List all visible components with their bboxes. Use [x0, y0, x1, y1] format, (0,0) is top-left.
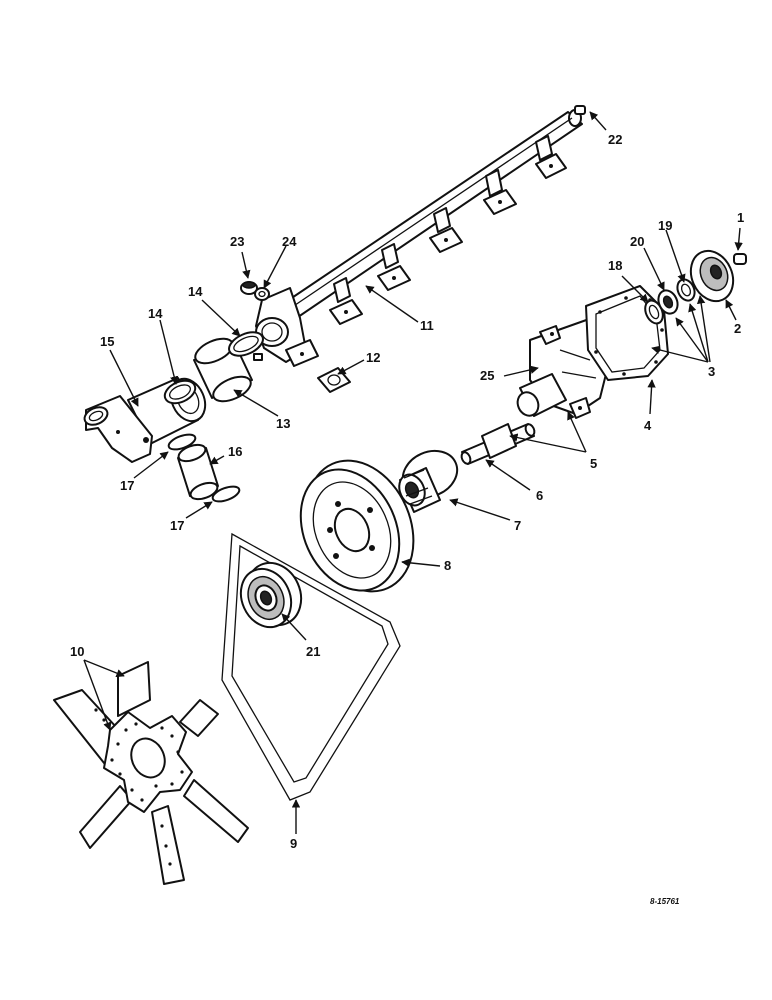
callout-12: 12 [366, 350, 380, 365]
callout-17-lower: 17 [170, 518, 184, 533]
callout-18: 18 [608, 258, 622, 273]
washer-20 [657, 289, 679, 315]
callout-6: 6 [536, 488, 543, 503]
callout-15: 15 [100, 334, 114, 349]
callout-17-upper: 17 [120, 478, 134, 493]
pulley-8 [299, 459, 415, 593]
callout-5: 5 [590, 456, 597, 471]
gasket-12 [317, 367, 351, 393]
callout-25: 25 [480, 368, 494, 383]
impeller-2 [689, 249, 735, 303]
reference-code: 8-15761 [650, 897, 680, 906]
manifold-foot [535, 135, 567, 179]
fan-10 [53, 661, 249, 885]
callout-14-upper: 14 [188, 284, 203, 299]
gasket-4 [585, 285, 669, 381]
callout-labels: 1 2 3 4 5 6 7 8 9 10 11 12 13 14 14 15 1… [70, 132, 744, 906]
hub-7 [398, 449, 459, 513]
seal-18 [644, 299, 664, 325]
callout-8: 8 [444, 558, 451, 573]
clamp-14-upper [228, 331, 264, 361]
cap-23 [240, 281, 258, 295]
clamp-17-lower [211, 485, 241, 503]
callout-16: 16 [228, 444, 242, 459]
callout-19: 19 [658, 218, 672, 233]
callout-1: 1 [737, 210, 744, 225]
plug-22 [574, 105, 586, 115]
nipple-24 [254, 287, 270, 301]
callout-9: 9 [290, 836, 297, 851]
clamp-17-upper [167, 433, 197, 451]
callout-10: 10 [70, 644, 84, 659]
water-manifold [255, 109, 583, 367]
manifold-foot [377, 243, 411, 291]
belt-9 [221, 532, 401, 801]
leader-lines [83, 111, 743, 834]
callout-2: 2 [734, 321, 741, 336]
damper-21 [239, 561, 303, 629]
callout-3: 3 [708, 364, 715, 379]
callout-7: 7 [514, 518, 521, 533]
manifold-foot [483, 169, 517, 215]
hose-16 [177, 443, 219, 501]
shaft-5 [460, 423, 536, 465]
manifold-foot [429, 207, 463, 253]
callout-11: 11 [420, 318, 434, 333]
seal-1 [733, 253, 747, 265]
callout-23: 23 [230, 234, 244, 249]
callout-13: 13 [276, 416, 290, 431]
callout-4: 4 [644, 418, 652, 433]
callout-20: 20 [630, 234, 644, 249]
callout-21: 21 [306, 644, 320, 659]
manifold-foot [329, 277, 363, 325]
callout-24: 24 [282, 234, 297, 249]
callout-22: 22 [608, 132, 622, 147]
callout-14-lower: 14 [148, 306, 163, 321]
